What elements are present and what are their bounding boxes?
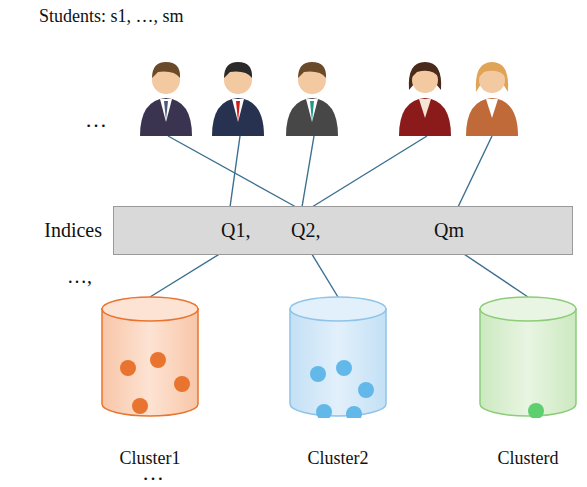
index-text: Q1, [221, 219, 250, 242]
cluster-label: Cluster1 [70, 448, 230, 469]
cylinder-body [290, 308, 386, 416]
cluster-cylinder: Clusterd [478, 296, 578, 469]
cylinder-top [290, 297, 386, 321]
ellipsis-label: … [85, 107, 587, 133]
index-entry: Q1, [218, 217, 253, 244]
index-text: Qm [434, 219, 464, 242]
data-point [120, 360, 136, 376]
cluster-label: Clusterd [448, 448, 587, 469]
cylinder-body [102, 308, 198, 416]
student-icon [140, 62, 192, 136]
data-point [150, 352, 166, 368]
cylinder-shape [478, 296, 578, 418]
ellipsis-label: … [0, 434, 539, 460]
title: Students: s1, …, sm [39, 6, 587, 27]
student-icon [286, 62, 338, 136]
cylinder-body [480, 308, 576, 416]
cylinder-shape [288, 296, 388, 418]
data-point [346, 406, 362, 418]
data-point [336, 360, 352, 376]
student-icon [399, 62, 451, 136]
student-icon [212, 62, 264, 136]
cluster-cylinder: Cluster2 [288, 296, 388, 469]
cluster-cylinder: Cluster1 [100, 296, 200, 469]
band-heading: Indices [44, 219, 102, 242]
student-icon [466, 62, 518, 136]
data-point [528, 403, 544, 418]
index-entry: Q2, [288, 217, 323, 244]
index-band: IndicesQ1,Q2,Qm [113, 206, 573, 255]
cylinder-top [480, 297, 576, 321]
ellipsis-label: …, [67, 265, 587, 288]
index-entry: Qm [431, 217, 467, 244]
cylinder-top [102, 297, 198, 321]
data-point [310, 366, 326, 382]
student-lines [168, 136, 492, 207]
cluster-label: Cluster2 [258, 448, 418, 469]
data-point [358, 382, 374, 398]
cylinder-shape [100, 296, 200, 418]
index-text: Q2, [291, 219, 320, 242]
data-point [174, 376, 190, 392]
data-point [316, 404, 332, 418]
data-point [132, 398, 148, 414]
